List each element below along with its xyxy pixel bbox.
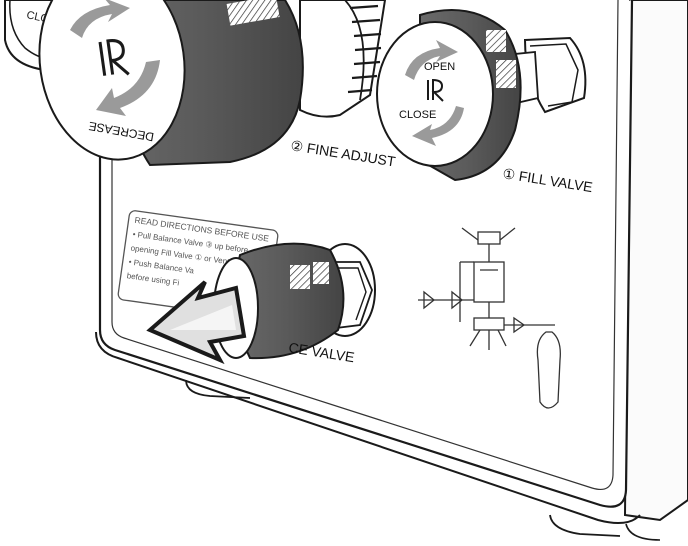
- grip-texture: [290, 265, 310, 289]
- open-label: OPEN: [424, 61, 455, 73]
- valve-schematic-icon: [418, 227, 561, 409]
- pull-arrow-icon: [146, 280, 247, 365]
- rotate-arrow-icon: [412, 106, 464, 146]
- r-logo-icon: [98, 39, 130, 76]
- grip-texture: [496, 60, 516, 88]
- grip-texture: [486, 30, 506, 52]
- rotate-arrow-icon: [96, 60, 160, 116]
- grip-texture: [226, 0, 280, 26]
- fill-valve-knob[interactable]: OPEN CLOSE: [376, 9, 587, 182]
- r-logo-icon: [427, 78, 444, 102]
- fine-adjust-knob[interactable]: DECREASE: [27, 0, 387, 169]
- close-label: CLOSE: [399, 109, 436, 121]
- rotate-arrow-icon: [405, 40, 458, 80]
- rotate-arrow-icon: [70, 0, 130, 38]
- grip-texture: [313, 262, 329, 284]
